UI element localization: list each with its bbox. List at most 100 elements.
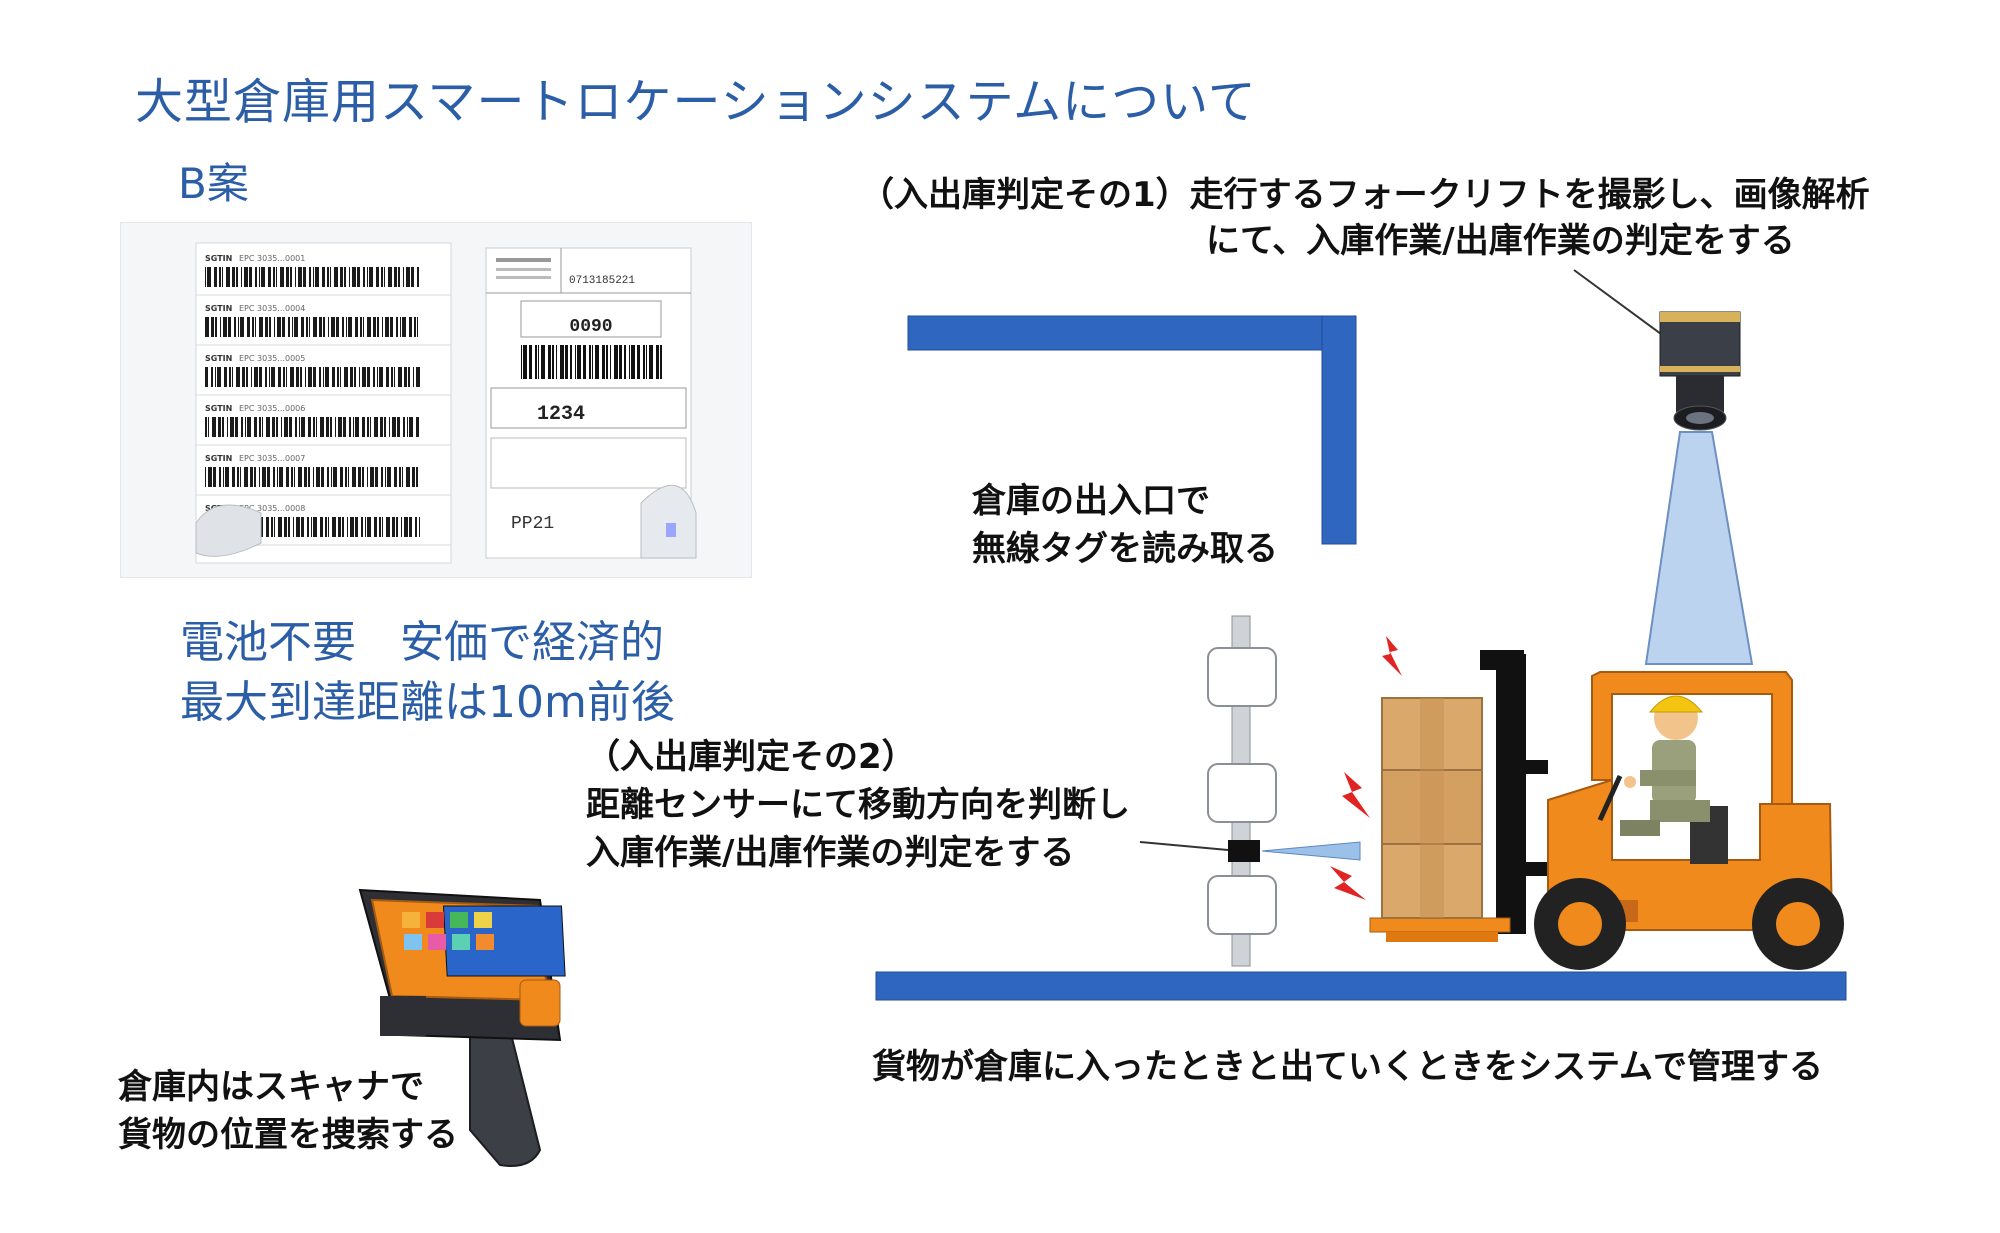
barcode-bar — [249, 267, 252, 287]
barcode-bar — [212, 417, 216, 437]
barcode-bar — [327, 267, 329, 287]
barcode-bar — [235, 417, 238, 437]
rfid-chip — [666, 523, 676, 537]
barcode-bar — [392, 417, 396, 437]
barcode-bar — [348, 467, 349, 487]
barcode-bar — [272, 417, 275, 437]
barcode-bar — [402, 317, 406, 337]
scanner-note-line-1: 倉庫内はスキャナで — [118, 1067, 424, 1107]
label-barcode-bar — [637, 345, 640, 379]
tag-label-prefix: SGTIN — [205, 354, 232, 363]
barcode-bar — [223, 467, 224, 487]
barcode-bar — [276, 267, 277, 287]
label-barcode-bar — [521, 345, 522, 379]
barcode-bar — [320, 517, 323, 537]
barcode-bar — [259, 267, 260, 287]
barcode-bar — [242, 367, 245, 387]
label-barcode-bar — [631, 345, 635, 379]
barcode-bar — [271, 367, 275, 387]
barcode-bar — [232, 467, 235, 487]
scanner-note-line-2: 貨物の位置を捜索する — [118, 1115, 458, 1155]
barcode-bar — [386, 517, 390, 537]
barcode-bar — [277, 317, 281, 337]
handheld-scanner-icon — [358, 888, 566, 1167]
lightning-icon-2 — [1342, 772, 1370, 818]
barcode-bar — [404, 517, 408, 537]
barcode-bar — [404, 367, 407, 387]
barcode-bar — [319, 317, 322, 337]
barcode-bar — [385, 467, 386, 487]
barcode-bar — [246, 367, 248, 387]
barcode-bar — [291, 467, 293, 487]
barcode-bar — [382, 517, 383, 537]
label-barcode-bar — [660, 345, 662, 379]
label-barcode-bar — [595, 345, 599, 379]
barcode-bar — [208, 467, 212, 487]
barcode-bar — [309, 267, 311, 287]
label-barcode-bar — [629, 345, 630, 379]
barcode-bar — [367, 267, 368, 287]
barcode-bar — [303, 267, 306, 287]
gate-note-line-2: 無線タグを読み取る — [972, 529, 1278, 569]
barcode-bar — [225, 467, 229, 487]
tag-code: EPC 3035...0007 — [239, 454, 305, 463]
barcode-bar — [406, 267, 410, 287]
barcode-bar — [328, 517, 329, 537]
barcode-bar — [288, 517, 290, 537]
barcode-bar — [321, 467, 324, 487]
barcode-bar — [244, 467, 248, 487]
label-barcode-bar — [548, 345, 551, 379]
barcode-bar — [381, 267, 383, 287]
barcode-bar — [273, 267, 275, 287]
barcode-bar — [386, 367, 389, 387]
barcode-bar — [218, 417, 221, 437]
barcode-bar — [205, 367, 208, 387]
barcode-bar — [374, 417, 378, 437]
barcode-bar — [336, 317, 339, 337]
barcode-bar — [407, 417, 408, 437]
cargo-boxes — [1381, 697, 1483, 919]
barcode-bar — [392, 517, 395, 537]
barcode-bar — [367, 517, 371, 537]
barcode-bar — [399, 467, 401, 487]
distance-sensor — [1228, 840, 1260, 862]
barcode-bar — [240, 317, 244, 337]
barcode-bar — [307, 517, 309, 537]
label-barcode-bar — [643, 345, 645, 379]
lightning-icon-1 — [1382, 636, 1402, 676]
label-barcode-bar — [619, 345, 622, 379]
barcode-bar — [301, 417, 305, 437]
barcode-bar — [398, 267, 400, 287]
barcode-bar — [295, 417, 297, 437]
peeled-corner-left — [195, 504, 262, 557]
barcode-bar — [387, 467, 391, 487]
barcode-bar — [262, 417, 263, 437]
barcode-bar — [349, 267, 350, 287]
barcode-bar — [205, 267, 206, 287]
label-barcode-bar — [538, 345, 539, 379]
barcode-bar — [345, 467, 347, 487]
barcode-bar — [234, 317, 236, 337]
barcode-bar — [223, 317, 227, 337]
label-barcode-bar — [646, 345, 647, 379]
barcode-bar — [313, 317, 317, 337]
barcode-bar — [229, 367, 231, 387]
peeled-corner-right — [640, 484, 697, 559]
warehouse-wall-top — [907, 315, 1357, 351]
barcode-bar — [326, 417, 329, 437]
barcode-bar — [293, 517, 294, 537]
barcode-bar — [403, 267, 404, 287]
tag-label-prefix: SGTIN — [205, 254, 232, 263]
barcode-bar — [292, 317, 293, 337]
barcode-bar — [294, 467, 295, 487]
barcode-bar — [220, 317, 221, 337]
barcode-bar — [308, 467, 310, 487]
barcode-bar — [211, 317, 214, 337]
barcode-bar — [365, 517, 366, 537]
barcode-bar — [316, 417, 317, 437]
barcode-bar — [375, 467, 378, 487]
barcode-bar — [344, 367, 348, 387]
barcode-bar — [262, 467, 266, 487]
